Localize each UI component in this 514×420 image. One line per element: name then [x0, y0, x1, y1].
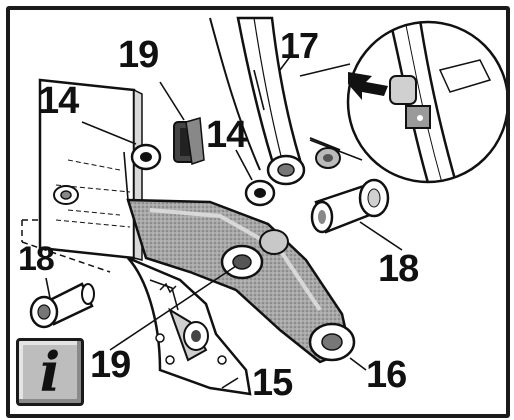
bolt-right: [310, 178, 390, 234]
knuckle: [127, 256, 252, 396]
callout-17: 17: [280, 25, 319, 66]
callout-19-top: 19: [118, 34, 159, 76]
callout-16: 16: [366, 354, 407, 396]
control-arm: [126, 198, 356, 364]
callout-14-left: 14: [38, 80, 79, 122]
callout-15: 15: [252, 362, 293, 404]
callout-18-left: 18: [18, 240, 55, 278]
callout-18-right: 18: [378, 248, 419, 290]
info-icon: i: [16, 338, 84, 406]
detail-inset: [299, 20, 506, 184]
info-glyph: i: [39, 340, 61, 404]
callout-14-right: 14: [206, 114, 247, 156]
callout-19-bottom: 19: [90, 344, 131, 386]
diagram-frame: 17 19 14 14 18 18 19 15 16 i: [6, 6, 510, 418]
suspension-exploded-view: [21, 16, 506, 396]
bolt-left: [29, 282, 95, 329]
leader-lines: [45, 53, 403, 389]
upper-strut: [209, 16, 341, 186]
washers: [130, 117, 276, 207]
